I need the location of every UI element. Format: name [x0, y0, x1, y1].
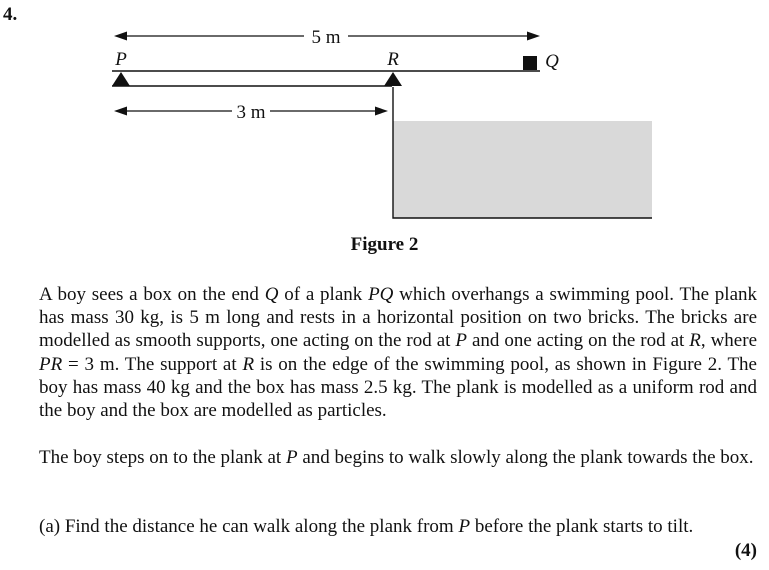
dimension-label-3m: 3 m — [236, 102, 265, 123]
box — [523, 56, 537, 70]
question-number: 4. — [3, 4, 18, 25]
part-a-question: (a) Find the distance he can walk along … — [39, 516, 694, 537]
label-r: R — [386, 49, 399, 70]
dimension-label-5m: 5 m — [311, 27, 340, 48]
label-p: P — [114, 49, 127, 70]
dimension-arrow-5m — [114, 31, 540, 41]
support-r — [384, 72, 402, 86]
part-a-marks: (4) — [734, 540, 757, 561]
swimming-pool — [393, 121, 652, 218]
pool-edge — [392, 87, 652, 219]
figure-caption: Figure 2 — [350, 234, 419, 255]
plank — [112, 70, 540, 87]
question-paragraph-1: A boy sees a box on the end Q of a plank… — [39, 284, 758, 422]
label-q: Q — [545, 51, 559, 72]
support-p — [112, 72, 130, 86]
dimension-arrow-3m — [114, 106, 388, 116]
figure-2-diagram: 5 m P R Q 3 m — [112, 27, 652, 219]
question-paragraph-2: The boy steps on to the plank at P and b… — [39, 447, 754, 468]
